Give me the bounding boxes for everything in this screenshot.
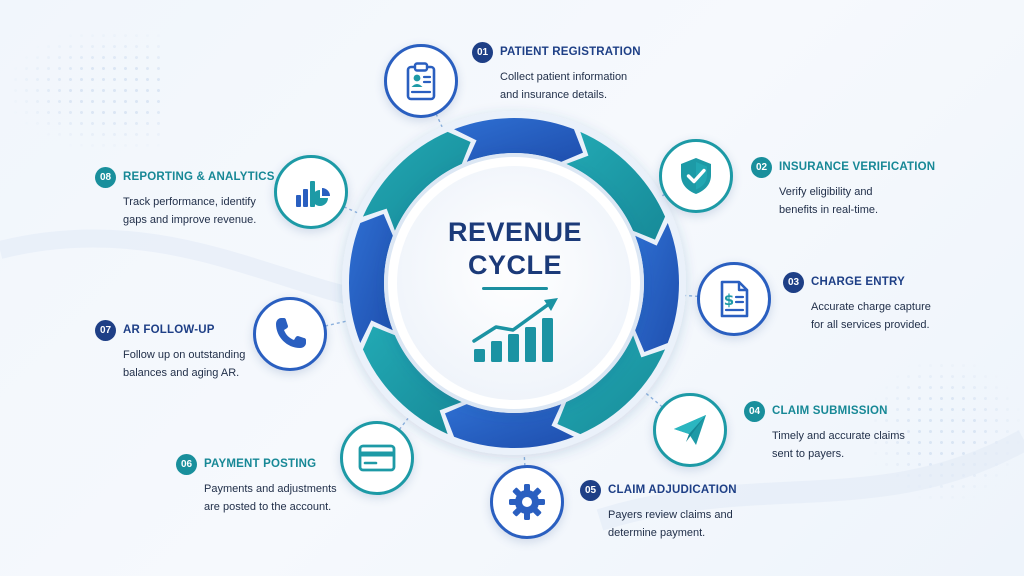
step-title: PAYMENT POSTING <box>204 458 317 470</box>
step-title: REPORTING & ANALYTICS <box>123 171 275 183</box>
cycle-arc-segment <box>454 117 584 162</box>
center-title-line1: REVENUE <box>447 217 583 247</box>
step-07-label: 07 AR FOLLOW-UP Follow up on outstanding… <box>95 319 345 382</box>
step-02-icon-circle[interactable] <box>659 139 733 213</box>
step-number-badge: 05 <box>580 479 601 501</box>
step-01-icon-circle[interactable] <box>384 44 458 118</box>
step-number-badge: 03 <box>783 271 804 293</box>
step-04-label: 04 CLAIM SUBMISSION Timely and accurate … <box>744 400 994 463</box>
step-number-badge: 06 <box>176 453 197 475</box>
step-05-icon-circle[interactable] <box>490 465 564 539</box>
step-04-icon-circle[interactable] <box>653 393 727 467</box>
step-description: Collect patient information and insuranc… <box>500 71 628 101</box>
center-divider <box>482 287 548 290</box>
step-description: Verify eligibility and benefits in real-… <box>779 186 879 216</box>
step-title: INSURANCE VERIFICATION <box>779 161 936 173</box>
center-title: REVENUE CYCLE <box>415 216 615 282</box>
growth-chart-icon <box>472 298 558 362</box>
gear-icon <box>509 484 545 520</box>
step-description: Timely and accurate claims sent to payer… <box>772 430 905 460</box>
step-number-badge: 07 <box>95 319 116 341</box>
step-05-label: 05 CLAIM ADJUDICATION Payers review clai… <box>580 479 830 542</box>
step-description: Accurate charge capture for all services… <box>811 301 931 331</box>
step-description: Payers review claims and determine payme… <box>608 509 733 539</box>
step-number-badge: 04 <box>744 400 765 422</box>
step-title: CHARGE ENTRY <box>811 276 905 288</box>
step-07-icon-circle[interactable] <box>253 297 327 371</box>
step-title: CLAIM ADJUDICATION <box>608 484 737 496</box>
cycle-arc-segment <box>348 213 393 343</box>
step-number-badge: 01 <box>472 41 493 63</box>
step-06-label: 06 PAYMENT POSTING Payments and adjustme… <box>176 453 426 516</box>
step-title: CLAIM SUBMISSION <box>772 405 888 417</box>
step-01-label: 01 PATIENT REGISTRATION Collect patient … <box>472 41 722 104</box>
cycle-arc-segment <box>557 335 666 435</box>
cycle-arc-segment <box>635 223 680 353</box>
step-description: Track performance, identify gaps and imp… <box>123 196 257 226</box>
step-description: Payments and adjustments are posted to t… <box>204 483 337 513</box>
shield-check-icon <box>681 158 711 194</box>
cycle-arc-segment <box>362 326 462 435</box>
cycle-arc-segment <box>444 404 574 449</box>
step-03-label: 03 CHARGE ENTRY Accurate charge capture … <box>783 271 1024 334</box>
step-title: AR FOLLOW-UP <box>123 324 215 336</box>
step-number-badge: 08 <box>95 166 116 188</box>
step-number-badge: 02 <box>751 156 772 178</box>
analytics-icon <box>296 181 330 207</box>
invoice-icon: $ <box>720 280 749 318</box>
step-02-label: 02 INSURANCE VERIFICATION Verify eligibi… <box>751 156 1001 219</box>
step-description: Follow up on outstanding balances and ag… <box>123 349 246 379</box>
credit-card-icon <box>358 444 396 472</box>
step-06-icon-circle[interactable] <box>340 421 414 495</box>
paper-plane-icon <box>674 415 706 445</box>
step-03-icon-circle[interactable]: $ <box>697 262 771 336</box>
cycle-arc-segment <box>566 131 666 240</box>
svg-text:$: $ <box>724 291 734 309</box>
background-dot-pattern <box>10 30 160 150</box>
step-08-icon-circle[interactable] <box>274 155 348 229</box>
phone-icon <box>276 318 306 348</box>
cycle-arc-segment <box>362 131 471 231</box>
step-08-label: 08 REPORTING & ANALYTICS Track performan… <box>95 166 345 229</box>
step-title: PATIENT REGISTRATION <box>500 46 641 58</box>
clipboard-icon <box>406 62 436 101</box>
center-title-line2: CYCLE <box>467 250 562 280</box>
